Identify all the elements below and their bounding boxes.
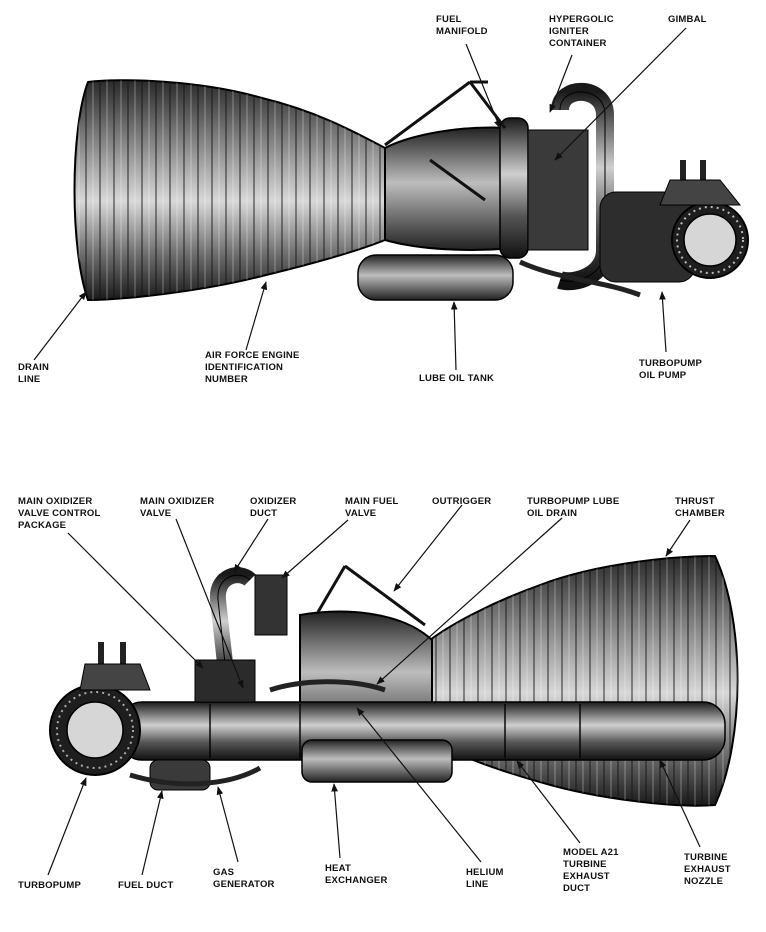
label-fuel-duct: FUEL DUCT — [118, 880, 173, 891]
label-thrust-chamber: THRUST CHAMBER — [675, 496, 725, 519]
label-heat-exchanger: HEAT EXCHANGER — [325, 863, 388, 886]
bottom-leader-lines — [47, 504, 701, 876]
top-oil-pump-line — [518, 259, 641, 298]
label-model-a21-turbine-exhaust-duct: MODEL A21 TURBINE EXHAUST DUCT — [563, 847, 622, 894]
bottom-heat-exchanger — [301, 739, 453, 783]
bottom-lube-oil-line — [269, 679, 386, 693]
label-oxidizer-duct: OXIDIZER DUCT — [250, 496, 299, 519]
bottom-valve-package — [194, 659, 256, 703]
bottom-main-fuel-valve-body — [254, 574, 288, 636]
label-drain-line: DRAIN LINE — [18, 362, 52, 385]
label-turbopump-lube-oil-drain: TURBOPUMP LUBE OIL DRAIN — [527, 496, 622, 519]
bottom-labels: MAIN OXIDIZER VALVE CONTROL PACKAGE MAIN… — [18, 496, 734, 894]
top-thrust-chamber-body — [384, 126, 517, 251]
label-turbopump: TURBOPUMP — [18, 880, 81, 891]
top-gimbal-block — [527, 129, 589, 251]
bottom-outrigger-strut — [316, 564, 426, 627]
top-fuel-manifold-ring — [499, 117, 529, 259]
label-turbopump-oil-pump: TURBOPUMP OIL PUMP — [639, 358, 705, 381]
label-main-fuel-valve: MAIN FUEL VALVE — [345, 496, 401, 519]
label-gimbal: GIMBAL — [668, 14, 707, 25]
label-turbine-exhaust-nozzle: TURBINE EXHAUST NOZZLE — [684, 852, 734, 887]
label-gas-generator: GAS GENERATOR — [213, 867, 275, 890]
top-leader-lines — [33, 27, 687, 371]
label-lube-oil-tank: LUBE OIL TANK — [419, 373, 494, 384]
top-lube-oil-tank — [357, 254, 514, 301]
bottom-fuel-duct-pipe — [129, 765, 262, 787]
bottom-engine-illustration — [49, 554, 739, 807]
top-labels: FUEL MANIFOLD HYPERGOLIC IGNITER CONTAIN… — [18, 14, 707, 385]
label-air-force-engine-identification-number: AIR FORCE ENGINE IDENTIFICATION NUMBER — [205, 350, 302, 385]
label-main-oxidizer-valve-control-package: MAIN OXIDIZER VALVE CONTROL PACKAGE — [18, 496, 103, 531]
label-main-oxidizer-valve: MAIN OXIDIZER VALVE — [140, 496, 217, 519]
label-fuel-manifold: FUEL MANIFOLD — [436, 14, 488, 37]
label-helium-line: HELIUM LINE — [466, 867, 506, 890]
label-outrigger: OUTRIGGER — [432, 496, 491, 507]
top-engine-illustration — [73, 79, 749, 302]
label-hypergolic-igniter-container: HYPERGOLIC IGNITER CONTAINER — [549, 14, 617, 49]
